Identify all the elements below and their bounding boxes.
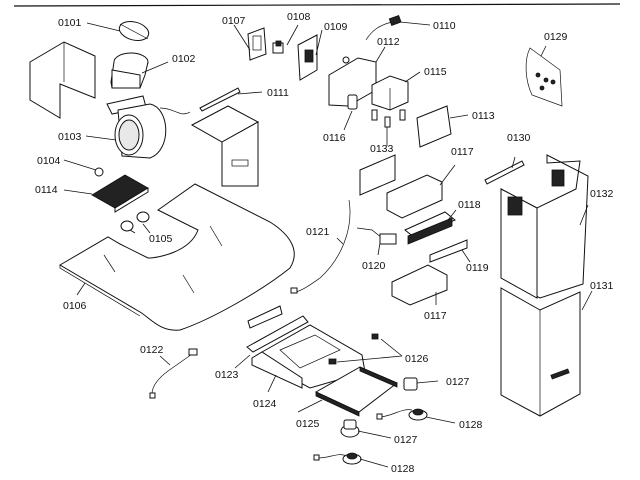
- label-0127-a: 0127: [446, 376, 470, 388]
- part-0128-lamp-b: [313, 452, 362, 465]
- label-0120: 0120: [362, 260, 386, 272]
- part-0131-lower-chimney: [500, 287, 581, 417]
- part-0119-button-strip: [429, 239, 468, 263]
- part-0117-control-housing-lower: [391, 264, 448, 306]
- part-0106-glass-canopy: [59, 183, 295, 331]
- part-0102-duct-collar: [110, 52, 149, 89]
- label-0123: 0123: [215, 369, 239, 381]
- label-0110: 0110: [433, 20, 456, 32]
- label-0133: 0133: [370, 143, 394, 155]
- part-0122-wire-harness: [149, 348, 198, 399]
- label-0103: 0103: [58, 131, 82, 143]
- part-0124-frame: [251, 324, 366, 389]
- part-0127-lamp-socket-b: [340, 419, 360, 438]
- label-0128-a: 0128: [459, 419, 483, 431]
- part-0126-clips: [328, 333, 379, 365]
- part-0125-filter: [314, 366, 398, 417]
- label-0117-lower: 0117: [424, 310, 447, 322]
- part-labels: 0101 0102 0103 0104 0114 0105 0106 0107 …: [35, 11, 614, 475]
- label-0107: 0107: [222, 15, 246, 27]
- label-0127-b: 0127: [394, 434, 418, 446]
- part-0103-blower: [106, 95, 191, 159]
- part-0105-plugs: [120, 211, 150, 232]
- part-0120-wire-connector: [356, 227, 397, 245]
- label-0126: 0126: [405, 353, 429, 365]
- label-0114: 0114: [35, 184, 58, 196]
- part-0109-terminal-block: [297, 34, 318, 81]
- part-mounting-bracket: [190, 105, 260, 187]
- label-0113: 0113: [472, 110, 495, 122]
- label-0111: 0111: [267, 87, 289, 99]
- part-0101-damper: [118, 20, 150, 42]
- part-0129-hardware-kit: [525, 47, 563, 107]
- label-0122: 0122: [140, 344, 164, 356]
- label-0132: 0132: [590, 188, 614, 200]
- top-border: [13, 3, 621, 7]
- label-0109: 0109: [324, 21, 348, 33]
- label-0121: 0121: [306, 226, 330, 238]
- part-0107-switch-bracket: [247, 27, 267, 61]
- label-0119: 0119: [466, 262, 489, 274]
- label-0105: 0105: [149, 233, 173, 245]
- part-0132-upper-chimney: [500, 154, 589, 299]
- label-0131: 0131: [590, 280, 614, 292]
- part-0127-lamp-socket-a: [403, 377, 418, 391]
- label-0102: 0102: [172, 53, 196, 65]
- label-0115: 0115: [424, 66, 447, 78]
- part-0116-capacitor: [347, 94, 358, 110]
- part-0128-lamp-a: [376, 408, 428, 421]
- label-0112: 0112: [377, 36, 400, 48]
- label-0116: 0116: [323, 132, 346, 144]
- part-back-panel: [29, 41, 96, 119]
- label-0108: 0108: [287, 11, 311, 23]
- label-0124: 0124: [253, 398, 277, 410]
- part-0121-wire-harness: [290, 199, 351, 294]
- label-0125: 0125: [296, 418, 320, 430]
- part-0110-power-cord: [365, 14, 402, 41]
- part-0114-grease-filter: [91, 174, 149, 213]
- part-0113-panel: [416, 105, 452, 148]
- label-0104: 0104: [37, 155, 61, 167]
- label-0128-b: 0128: [391, 463, 415, 475]
- label-0118: 0118: [458, 199, 481, 211]
- label-0129: 0129: [544, 31, 568, 43]
- leader-lines: [63, 21, 593, 468]
- part-0130-bracket: [484, 160, 525, 185]
- part-0104-screw: [94, 167, 104, 177]
- label-0106: 0106: [63, 300, 87, 312]
- label-0117-upper: 0117: [451, 146, 474, 158]
- part-0133-spacers: [371, 109, 406, 128]
- label-0101: 0101: [58, 17, 82, 29]
- part-0108-switch: [272, 40, 284, 54]
- part-0118-control-board: [404, 211, 456, 245]
- label-0130: 0130: [507, 132, 531, 144]
- part-0123-light-bar: [246, 305, 309, 353]
- part-0115-transformer: [371, 75, 409, 111]
- part-0111-rod: [199, 87, 241, 112]
- part-0117-control-housing-upper: [359, 154, 443, 219]
